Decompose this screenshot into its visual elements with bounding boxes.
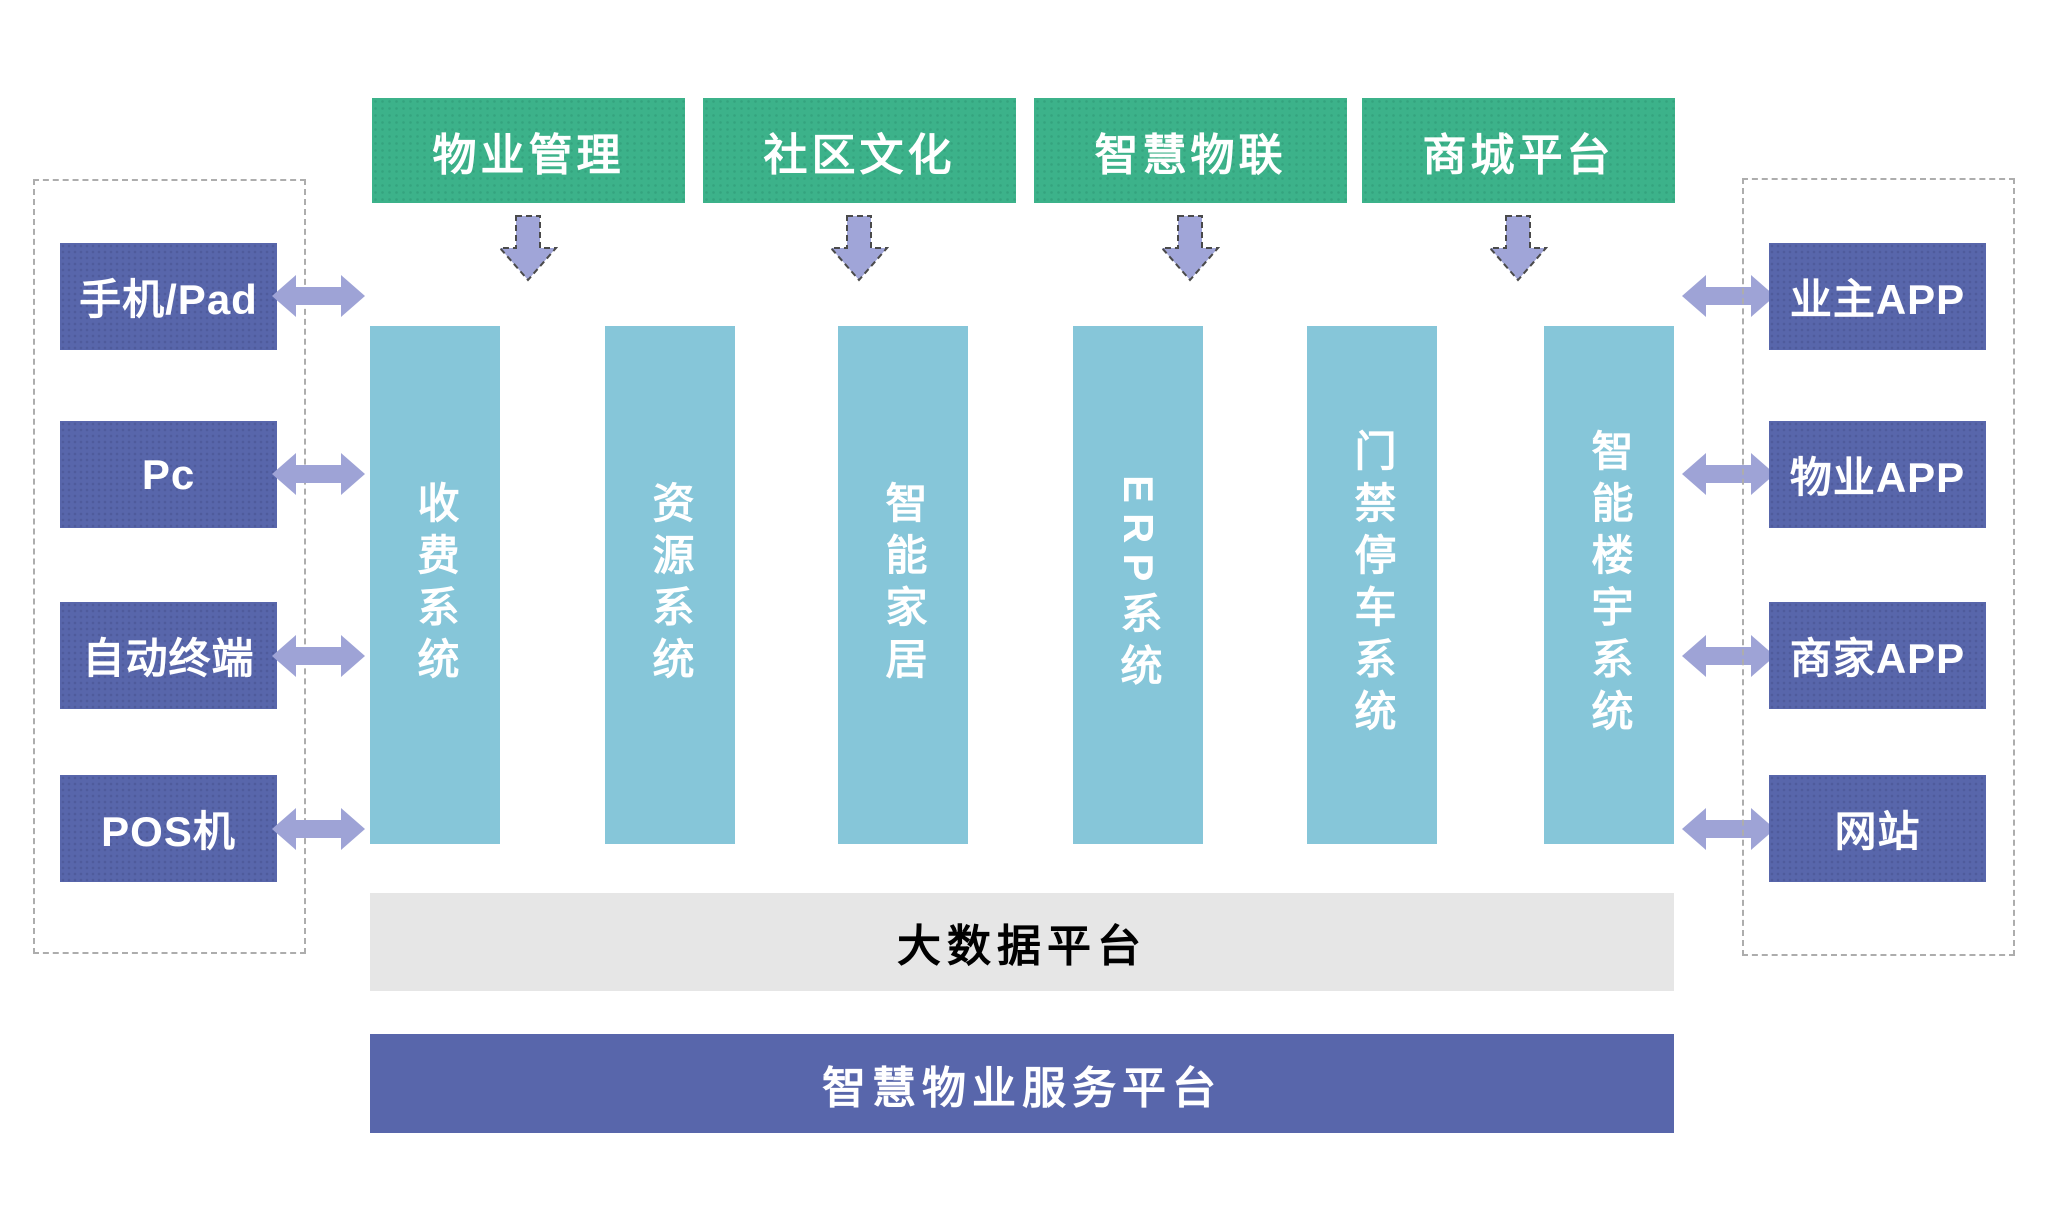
top-module-smart-iot: 智慧物联 (1034, 98, 1347, 203)
device-pos: POS机 (60, 775, 277, 882)
double-arrow-icon (272, 635, 365, 677)
system-column-erp: ERP系统 (1073, 326, 1203, 844)
double-arrow-icon (1682, 275, 1775, 317)
down-arrow-icon (498, 215, 558, 282)
system-label: 智能楼宇系统 (1586, 429, 1633, 741)
app-label: 商家APP (1789, 635, 1966, 682)
system-column-charging: 收费系统 (370, 326, 500, 844)
app-label: 业主APP (1789, 276, 1966, 323)
app-property: 物业APP (1769, 421, 1986, 528)
system-label: 智能家居 (880, 481, 927, 689)
top-module-label: 社区文化 (763, 130, 956, 180)
service-platform-bar: 智慧物业服务平台 (370, 1034, 1674, 1133)
down-arrow-icon (1160, 215, 1220, 282)
system-column-smart-home: 智能家居 (838, 326, 968, 844)
top-module-label: 物业管理 (432, 130, 625, 180)
system-column-resource: 资源系统 (605, 326, 735, 844)
app-owner: 业主APP (1769, 243, 1986, 350)
big-data-platform-label: 大数据平台 (897, 922, 1147, 971)
device-label: 自动终端 (82, 635, 255, 682)
top-module-label: 商城平台 (1422, 130, 1615, 180)
app-panel (1742, 178, 2015, 956)
device-label: Pc (141, 450, 196, 498)
app-label: 物业APP (1789, 454, 1966, 501)
double-arrow-icon (272, 808, 365, 850)
device-label: POS机 (101, 808, 236, 855)
service-platform-label: 智慧物业服务平台 (822, 1063, 1222, 1113)
app-website: 网站 (1769, 775, 1986, 882)
big-data-platform-bar: 大数据平台 (370, 893, 1674, 991)
top-module-mall-platform: 商城平台 (1362, 98, 1675, 203)
device-pc: Pc (60, 421, 277, 528)
system-label: ERP系统 (1115, 474, 1162, 696)
system-label: 门禁停车系统 (1349, 429, 1396, 741)
top-module-property-management: 物业管理 (372, 98, 685, 203)
top-module-community-culture: 社区文化 (703, 98, 1016, 203)
down-arrow-icon (829, 215, 889, 282)
down-arrow-icon (1488, 215, 1548, 282)
top-module-label: 智慧物联 (1094, 130, 1287, 180)
system-column-smart-building: 智能楼宇系统 (1544, 326, 1674, 844)
system-label: 收费系统 (412, 481, 459, 689)
system-column-access-parking: 门禁停车系统 (1307, 326, 1437, 844)
app-label: 网站 (1834, 808, 1921, 855)
double-arrow-icon (272, 453, 365, 495)
device-mobile-pad: 手机/Pad (60, 243, 277, 350)
device-label: 手机/Pad (79, 276, 258, 323)
double-arrow-icon (1682, 808, 1775, 850)
app-merchant: 商家APP (1769, 602, 1986, 709)
double-arrow-icon (272, 275, 365, 317)
device-auto-terminal: 自动终端 (60, 602, 277, 709)
double-arrow-icon (1682, 635, 1775, 677)
double-arrow-icon (1682, 453, 1775, 495)
system-label: 资源系统 (647, 481, 694, 689)
device-panel (33, 179, 306, 954)
